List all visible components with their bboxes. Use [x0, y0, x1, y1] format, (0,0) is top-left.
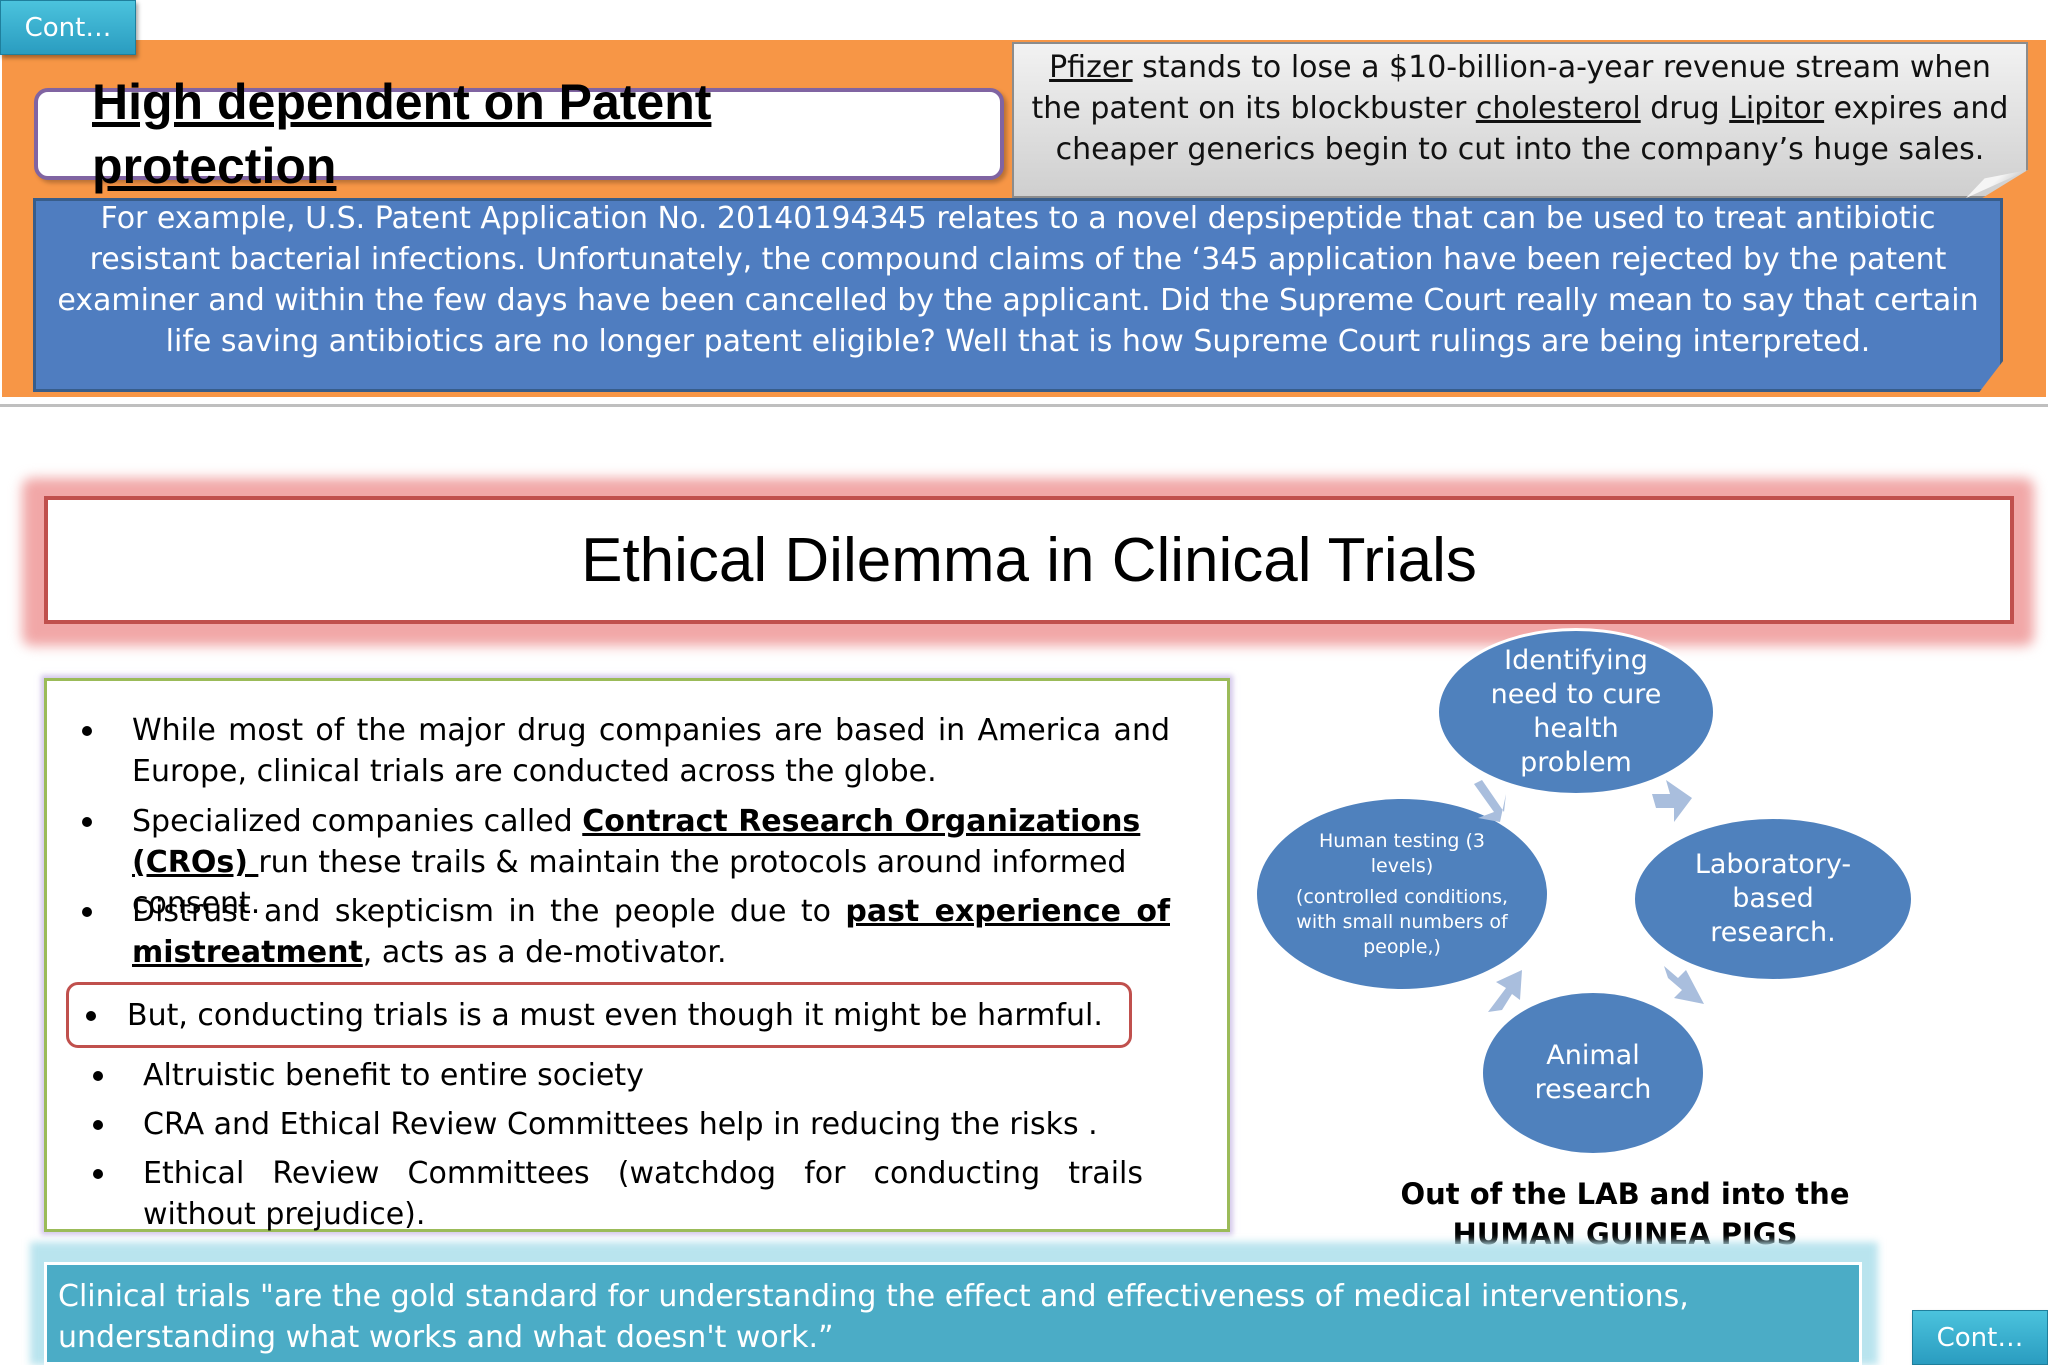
bullet-dot	[93, 1071, 103, 1081]
cont-button-bottom[interactable]: Cont…	[1912, 1310, 2048, 1365]
cycle-node-animal-research: Animal research	[1480, 990, 1706, 1156]
bullet-panel	[44, 678, 1230, 1232]
bullet-item: Distrust and skepticism in the people du…	[132, 891, 1170, 973]
cycle-arrow-icon	[1652, 780, 1692, 822]
bullet-item-highlighted: But, conducting trials is a must even th…	[127, 998, 1103, 1033]
bullet-dot	[86, 1011, 96, 1021]
cycle-arrow-icon	[1664, 966, 1704, 1004]
cro-term: Contract Research Organizations (CROs)	[132, 804, 1141, 880]
title-frame	[44, 496, 2014, 624]
pfizer-link: Pfizer	[1049, 50, 1133, 85]
bullet-text: , acts as a de-motivator.	[362, 935, 727, 970]
cycle-node-label: Identifying need to cure health problem	[1490, 645, 1662, 778]
bullet-dot	[82, 726, 92, 736]
bullet-dot	[82, 817, 92, 827]
pfizer-text-part: expires and cheaper generics begin to cu…	[1055, 91, 2009, 167]
cycle-node-lab-research: Laboratory-based research.	[1632, 816, 1914, 982]
bullet-dot	[93, 1120, 103, 1130]
bullet-item: Ethical Review Committees (watchdog for …	[143, 1156, 1143, 1232]
pfizer-text-part: stands to lose a $10-billion-a-year reve…	[1031, 50, 1991, 126]
highlight-box	[66, 982, 1132, 1048]
cycle-node-label: Laboratory-based research.	[1694, 849, 1852, 948]
cycle-node-label: Human testing (3 levels)	[1319, 829, 1485, 877]
slide-title: Ethical Dilemma in Clinical Trials	[581, 525, 1477, 595]
heading-frame	[34, 88, 1004, 180]
bullet-dot	[93, 1169, 103, 1179]
cycle-node-sublabel: (controlled conditions, with small numbe…	[1295, 885, 1509, 958]
cycle-arrow-icon	[1488, 970, 1522, 1012]
pfizer-callout	[1012, 42, 2028, 198]
pfizer-text-part: drug	[1640, 91, 1730, 126]
example-callout-text: For example, U.S. Patent Application No.…	[57, 201, 1979, 359]
cycle-node-human-testing: Human testing (3 levels) (controlled con…	[1254, 796, 1550, 992]
slide-heading: High dependent on Patent protection	[92, 74, 712, 194]
cholesterol-link: cholesterol	[1475, 91, 1641, 126]
bullet-item: Specialized companies called Contract Re…	[132, 801, 1180, 924]
quote-text: Clinical trials "are the gold standard f…	[58, 1279, 1689, 1355]
example-callout	[33, 198, 2003, 392]
cont-button-top[interactable]: Cont…	[0, 0, 136, 55]
bullet-dot	[82, 907, 92, 917]
bullet-text: Distrust and skepticism in the people du…	[132, 894, 846, 929]
bullet-item: While most of the major drug companies a…	[132, 713, 1170, 789]
pfizer-callout-text: Pfizer stands to lose a $10-billion-a-ye…	[1022, 47, 2018, 170]
quote-callout	[44, 1262, 1862, 1365]
slide-divider	[0, 404, 2048, 407]
cycle-node-identify: Identifying need to cure health problem	[1436, 628, 1716, 796]
lipitor-link: Lipitor	[1729, 91, 1825, 126]
bullet-item: Altruistic benefit to entire society	[143, 1058, 644, 1093]
bullet-text: Specialized companies called	[132, 804, 583, 839]
bullet-item: CRA and Ethical Review Committees help i…	[143, 1107, 1098, 1142]
mistreatment-term: past experience of mistreatment	[132, 894, 1170, 970]
bullet-text: run these trails & maintain the protocol…	[132, 845, 1127, 921]
cycle-arrow-icon	[1474, 780, 1506, 822]
cycle-node-label: Animal research	[1534, 1040, 1652, 1105]
